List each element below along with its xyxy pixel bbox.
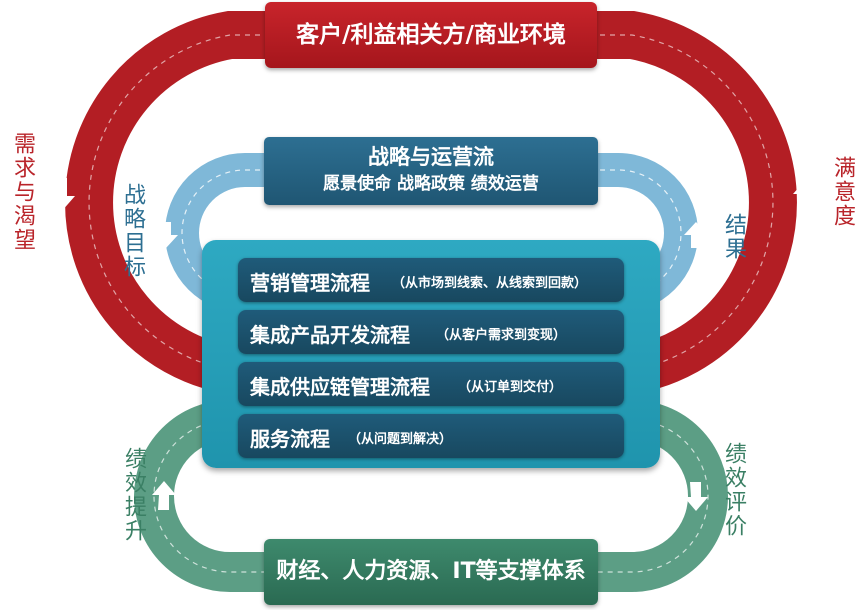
stakeholders-box: 客户/利益相关方/商业环境 bbox=[265, 2, 597, 68]
strategy-operations-box: 战略与运营流 愿景使命 战略政策 绩效运营 bbox=[264, 137, 598, 205]
strategy-title: 战略与运营流 bbox=[368, 145, 494, 169]
process-name: 服务流程 bbox=[250, 427, 330, 451]
bottom-green-loop bbox=[134, 400, 728, 592]
label-performance-evaluation: 绩效评价 bbox=[721, 442, 746, 538]
label-results: 结果 bbox=[721, 213, 746, 261]
label-strategic-goals: 战略目标 bbox=[120, 183, 145, 279]
arrow-down-icon bbox=[684, 482, 708, 511]
arrow-up-icon bbox=[793, 178, 821, 212]
support-systems-box: 财经、人力资源、IT等支撑体系 bbox=[264, 539, 598, 605]
label-performance-improvement: 绩效提升 bbox=[121, 447, 146, 543]
arrow-up-icon bbox=[152, 481, 176, 510]
arrow-up-icon bbox=[684, 222, 708, 248]
strategy-subtitle: 愿景使命 战略政策 绩效运营 bbox=[323, 174, 539, 194]
label-satisfaction: 满意度 bbox=[830, 156, 855, 228]
process-service: 服务流程 （从问题到解决） bbox=[238, 414, 624, 458]
outer-red-loop bbox=[65, 11, 797, 394]
process-name: 集成产品开发流程 bbox=[250, 323, 410, 347]
process-note: （从客户需求到变现） bbox=[436, 328, 567, 343]
arrow-down-icon bbox=[154, 222, 178, 248]
core-processes-panel: 营销管理流程 （从市场到线索、从线索到回款） 集成产品开发流程 （从客户需求到变… bbox=[202, 240, 660, 468]
process-note: （从问题到解决） bbox=[348, 432, 453, 447]
process-marketing: 营销管理流程 （从市场到线索、从线索到回款） bbox=[238, 258, 624, 302]
process-note: （从市场到线索、从线索到回款） bbox=[392, 276, 588, 291]
process-note: （从订单到交付） bbox=[458, 380, 563, 395]
process-name: 集成供应链管理流程 bbox=[250, 375, 430, 399]
arrow-down-icon bbox=[47, 178, 75, 212]
process-name: 营销管理流程 bbox=[250, 271, 370, 295]
process-isc: 集成供应链管理流程 （从订单到交付） bbox=[238, 362, 624, 406]
label-demands-desires: 需求与渴望 bbox=[10, 132, 35, 252]
process-ipd: 集成产品开发流程 （从客户需求到变现） bbox=[238, 310, 624, 354]
